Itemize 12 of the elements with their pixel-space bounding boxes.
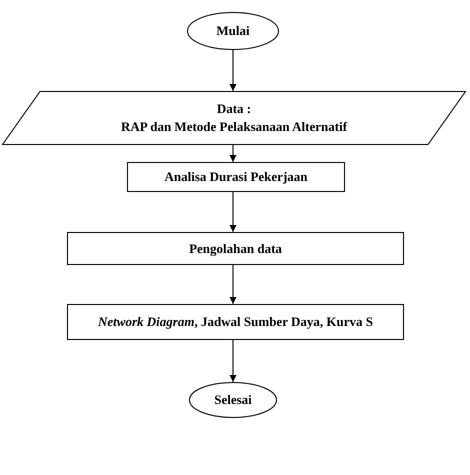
- node-label: Data :: [216, 100, 252, 118]
- node-label: Pengolahan data: [189, 240, 282, 258]
- arrow: [230, 340, 236, 382]
- node-label: Network Diagram, Jadwal Sumber Daya, Kurva S: [98, 313, 373, 331]
- arrow: [230, 192, 236, 232]
- arrow: [230, 264, 236, 304]
- node-label: Analisa Durasi Pekerjaan: [164, 168, 308, 186]
- node-label: RAP dan Metode Pelaksanaan Alternatif: [120, 118, 348, 136]
- node-label: Mulai: [216, 22, 250, 40]
- arrow: [230, 50, 236, 92]
- arrow: [230, 144, 236, 162]
- node-label: Selesai: [214, 391, 252, 409]
